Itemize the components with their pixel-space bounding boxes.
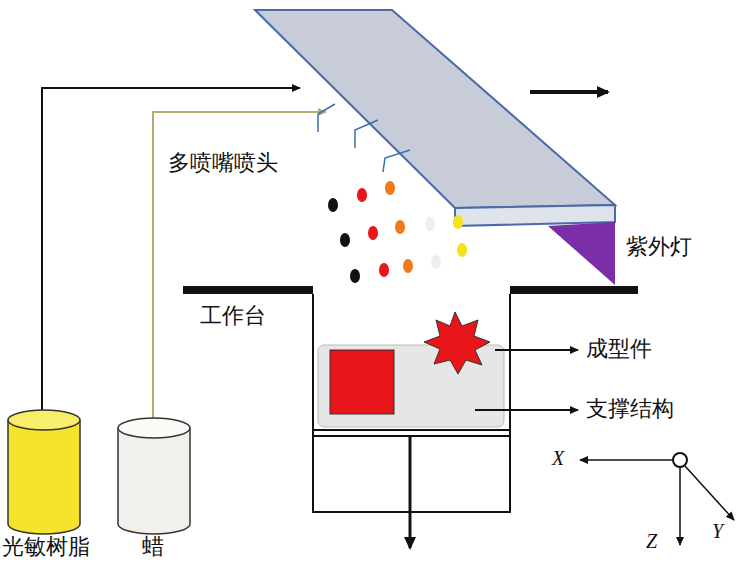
part-label: 成型件 (586, 336, 652, 361)
resin-label: 光敏树脂 (2, 534, 90, 559)
wax-label: 蜡 (142, 534, 164, 559)
wax-tank (118, 418, 190, 534)
axis-label: Z (646, 530, 657, 553)
axis-label: Y (712, 520, 723, 543)
head-label: 多喷嘴喷头 (168, 150, 278, 175)
resin-tank (8, 410, 80, 534)
droplets (328, 181, 467, 283)
uv-lamp-label: 紫外灯 (626, 234, 692, 259)
table-label: 工作台 (200, 303, 266, 328)
axis-label: X (552, 447, 564, 470)
support-label: 支撑结构 (586, 396, 674, 421)
